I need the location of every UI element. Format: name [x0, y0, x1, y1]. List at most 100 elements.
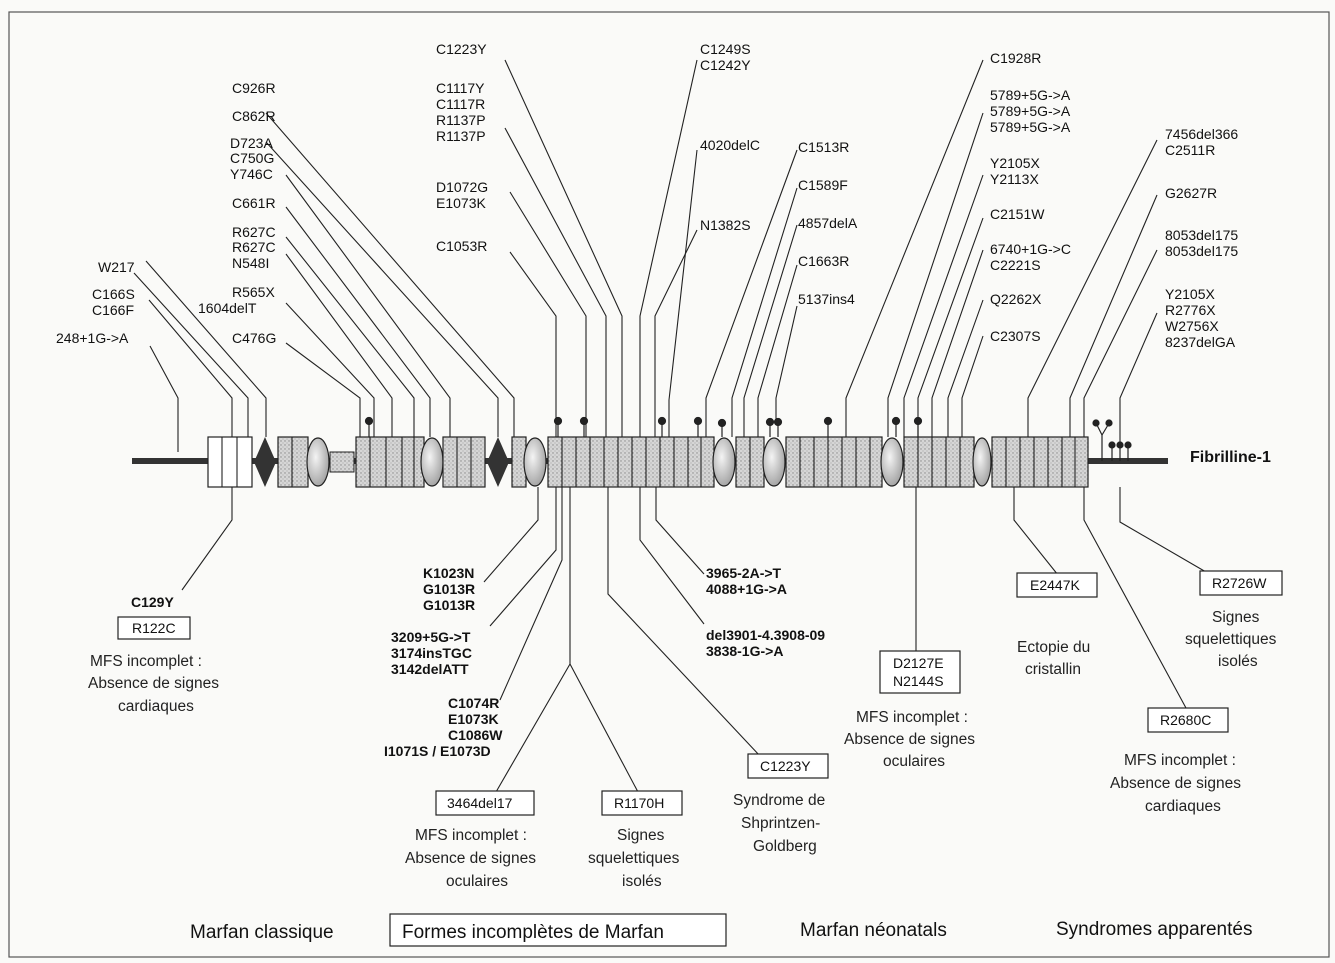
caption-sq-1-line1: Signes: [617, 827, 665, 844]
caption-ec-line1: Ectopie du: [1017, 639, 1090, 656]
label-C1249S: C1249S: [700, 41, 751, 57]
label-C2221S: C2221S: [990, 257, 1041, 273]
caption-sq-2-line3: isolés: [1218, 653, 1258, 670]
caption-mfs-2-line1: MFS incomplet :: [415, 827, 527, 844]
top-leader-lines: [133, 59, 1158, 452]
label-C166F: C166F: [92, 302, 134, 318]
label-C1242Y: C1242Y: [700, 57, 751, 73]
legend-syndromes-apparentes: Syndromes apparentés: [1056, 919, 1252, 940]
label-C476G: C476G: [232, 330, 276, 346]
caption-mfs-1-line1: MFS incomplet :: [90, 653, 202, 670]
label-5789-a: 5789+5G->A: [990, 87, 1071, 103]
label-C129Y: C129Y: [131, 594, 174, 610]
label-4857delA: 4857delA: [798, 215, 858, 231]
label-5137ins4: 5137ins4: [798, 291, 855, 307]
label-E1073K: E1073K: [436, 195, 486, 211]
label-4088: 4088+1G->A: [706, 581, 787, 597]
label-R1137P-a: R1137P: [436, 112, 486, 128]
caption-sg-line3: Goldberg: [753, 838, 817, 855]
tb-domain-1: [254, 437, 276, 487]
label-C2307S: C2307S: [990, 328, 1041, 344]
tb-oval-1: [306, 437, 330, 487]
caption-mfs-1-line2: Absence de signes: [88, 675, 219, 692]
label-R565X: R565X: [232, 284, 275, 300]
box-R2680C: [1147, 707, 1229, 733]
egf-group-3: [785, 436, 883, 488]
label-C1117R: C1117R: [436, 96, 485, 112]
label-C1663R: C1663R: [798, 253, 849, 269]
label-6740: 6740+1G->C: [990, 241, 1071, 257]
label-7456del366: 7456del366: [1165, 126, 1238, 142]
label-C1223Y: C1223Y: [436, 41, 487, 57]
label-C1074R: C1074R: [448, 695, 499, 711]
label-R2680C: R2680C: [1160, 712, 1211, 728]
protein-label: Fibrilline-1: [1190, 449, 1271, 466]
label-3209: 3209+5G->T: [391, 629, 471, 645]
box-R1170H: [601, 790, 683, 816]
label-G2627R: G2627R: [1165, 185, 1217, 201]
caption-sg-line1: Syndrome de: [733, 792, 825, 809]
label-G1013R-a: G1013R: [423, 581, 475, 597]
label-Y2105X-b: Y2105X: [1165, 286, 1215, 302]
label-C2151W: C2151W: [990, 206, 1045, 222]
caption-sq-2-line1: Signes: [1212, 609, 1260, 626]
box-3464del17: [435, 790, 535, 816]
figure-frame: [8, 11, 1330, 958]
caption-mfs-1-line3: cardiaques: [118, 698, 194, 715]
label-R1137P-b: R1137P: [436, 128, 486, 144]
label-Q2262X: Q2262X: [990, 291, 1042, 307]
label-N548I: N548I: [232, 255, 269, 271]
caption-mfs-4-line1: MFS incomplet :: [1124, 752, 1236, 769]
label-C1928R: C1928R: [990, 50, 1041, 66]
legend-marfan-neonatals: Marfan néonatals: [800, 920, 947, 941]
caption-mfs-2-line2: Absence de signes: [405, 850, 536, 867]
label-W217: W217: [98, 259, 135, 275]
caption-mfs-2-line3: oculaires: [446, 873, 508, 890]
caption-mfs-4-line3: cardiaques: [1145, 798, 1221, 815]
label-C1117Y: C1117Y: [436, 80, 485, 96]
label-R2726W: R2726W: [1212, 575, 1267, 591]
tb-domain-2: [487, 437, 509, 487]
egf-group-4: [991, 436, 1089, 488]
label-I1071S: I1071S / E1073D: [384, 743, 491, 759]
caption-sq-1-line3: isolés: [622, 873, 662, 890]
caption-mfs-3-line1: MFS incomplet :: [856, 709, 968, 726]
label-R627C-a: R627C: [232, 224, 276, 240]
legend: Marfan classique Formes incomplètes de M…: [190, 913, 1252, 947]
caption-ec-line2: cristallin: [1025, 661, 1081, 678]
legend-formes-incompletes: Formes incomplètes de Marfan: [402, 922, 664, 943]
caption-mfs-3-line2: Absence de signes: [844, 731, 975, 748]
bottom-leader-lines: [181, 487, 1207, 793]
label-Y2105X: Y2105X: [990, 155, 1040, 171]
label-N2144S: N2144S: [893, 673, 944, 689]
label-W2756X: W2756X: [1165, 318, 1219, 334]
label-3174: 3174insTGC: [391, 645, 472, 661]
label-C862R: C862R: [232, 108, 276, 124]
label-R2776X: R2776X: [1165, 302, 1216, 318]
label-C926R: C926R: [232, 80, 276, 96]
box-R122C: [117, 616, 191, 640]
caption-sg-line2: Shprintzen-: [741, 815, 820, 832]
legend-box-incompletes: [389, 913, 727, 947]
box-C1223Y: [747, 753, 829, 779]
label-8053-a: 8053del175: [1165, 227, 1238, 243]
label-248: 248+1G->A: [56, 330, 129, 346]
label-R1170H: R1170H: [614, 795, 664, 811]
label-K1023N: K1023N: [423, 565, 474, 581]
label-C1589F: C1589F: [798, 177, 848, 193]
label-C166S: C166S: [92, 286, 135, 302]
label-Y746C: Y746C: [230, 166, 273, 182]
label-3838: 3838-1G->A: [706, 643, 783, 659]
label-D1072G: D1072G: [436, 179, 488, 195]
label-1604delT: 1604delT: [198, 300, 257, 316]
label-3142: 3142delATT: [391, 661, 469, 677]
label-C661R: C661R: [232, 195, 276, 211]
box-R2726W: [1199, 570, 1283, 596]
box-E2447K: [1016, 572, 1098, 598]
label-C750G: C750G: [230, 150, 274, 166]
caption-sq-2-line2: squelettiques: [1185, 631, 1277, 648]
egf-group-1: [355, 436, 425, 488]
box-D2127E: [879, 650, 961, 694]
